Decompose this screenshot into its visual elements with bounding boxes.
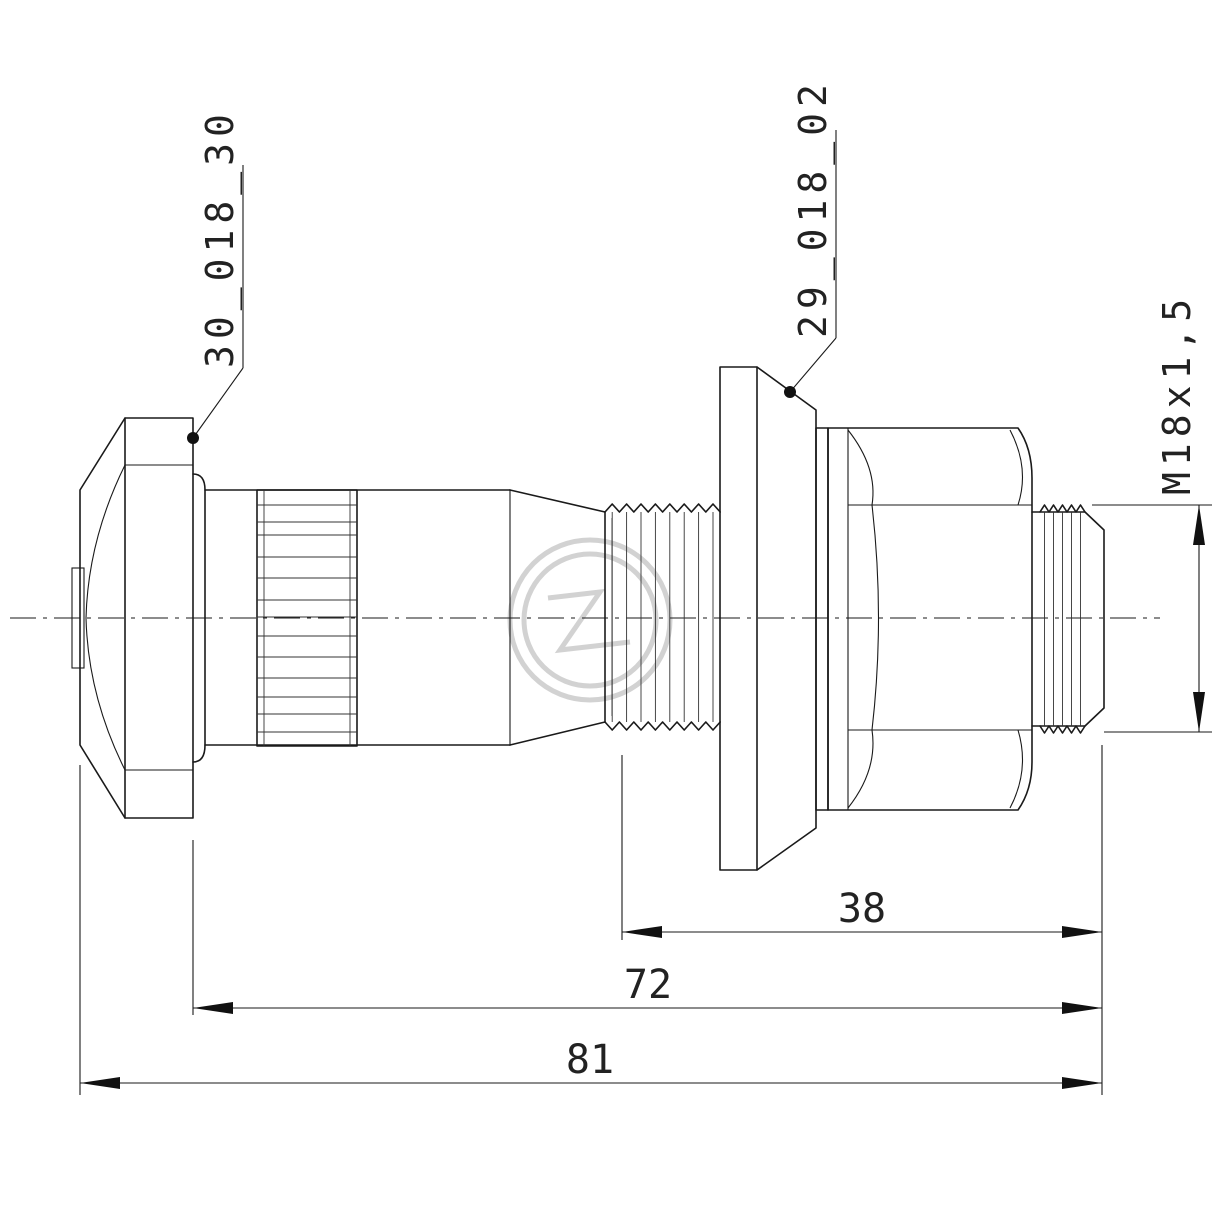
nut-part-leader: 29_018_02 — [784, 78, 837, 398]
thread-spec-label: M18x1,5 — [1155, 293, 1199, 495]
hex-nut — [815, 427, 1033, 811]
extension-lines — [79, 745, 1103, 1095]
bolt-thread — [604, 503, 721, 731]
bolt-part-leader: 30_018_30 — [187, 108, 244, 444]
dimension-72-label: 72 — [624, 962, 672, 1008]
knurled-section — [256, 489, 358, 747]
washer-flange — [719, 366, 817, 871]
dimension-38-label: 38 — [838, 886, 886, 932]
bolt-head — [71, 417, 194, 819]
watermark-logo — [507, 537, 673, 703]
dimension-81: 81 — [80, 1037, 1102, 1089]
dimension-38: 38 — [622, 886, 1102, 938]
thread-diameter-dimension: M18x1,5 — [1092, 293, 1212, 733]
dimension-72: 72 — [193, 962, 1102, 1014]
bolt-part-number: 30_018_30 — [198, 108, 243, 368]
nut-part-number: 29_018_02 — [791, 78, 836, 338]
dimension-81-label: 81 — [566, 1037, 614, 1083]
thread-end — [1031, 504, 1105, 734]
